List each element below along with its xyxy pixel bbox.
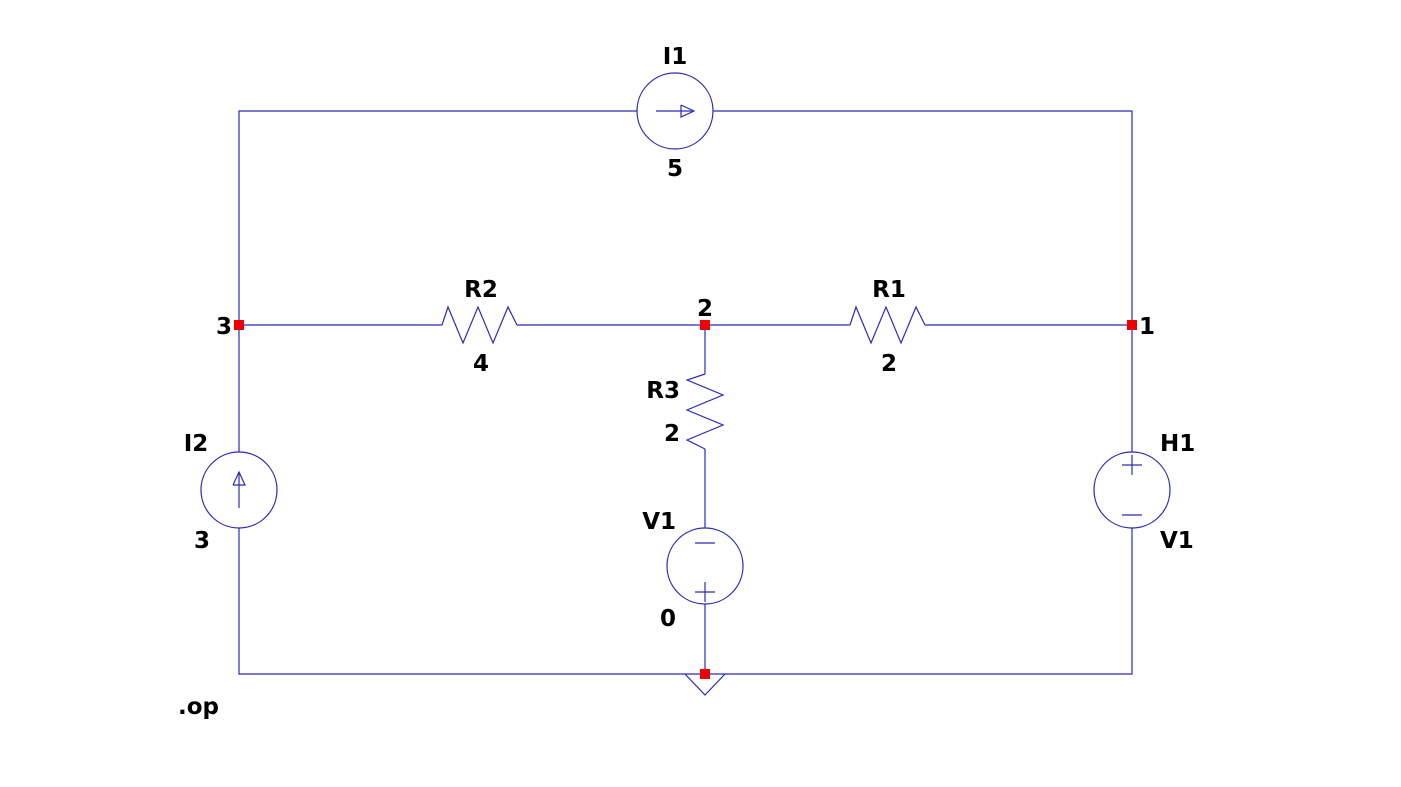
wire-top-right — [713, 110, 1133, 325]
r1-name-label: R1 — [872, 277, 906, 303]
ccvs-h1[interactable] — [1093, 451, 1171, 529]
i1-name-label: I1 — [663, 44, 688, 70]
r2-name-label: R2 — [464, 277, 498, 303]
node-3-label: 3 — [216, 314, 232, 340]
wire-h1-bottom — [705, 528, 1133, 675]
h1-value-label: V1 — [1160, 528, 1194, 554]
i2-value-label: 3 — [194, 528, 210, 554]
r3-value-label: 2 — [664, 421, 680, 447]
wire-i2-bottom — [238, 528, 705, 675]
node-2-marker[interactable] — [700, 320, 710, 330]
current-source-i1[interactable] — [636, 72, 714, 150]
voltage-source-v1[interactable] — [666, 527, 744, 605]
wire-top-left — [238, 110, 637, 325]
v1-name-label: V1 — [642, 509, 676, 535]
op-directive[interactable]: .op — [178, 694, 219, 720]
node-2-label: 2 — [697, 296, 713, 322]
r3-name-label: R3 — [646, 378, 680, 404]
r2-value-label: 4 — [473, 351, 489, 377]
i2-name-label: I2 — [184, 431, 209, 457]
resistor-r1[interactable] — [849, 305, 926, 345]
resistor-r3[interactable] — [685, 373, 725, 450]
node-1-label: 1 — [1139, 314, 1155, 340]
ground-icon — [684, 673, 726, 696]
node-ground-marker[interactable] — [700, 669, 710, 679]
h1-name-label: H1 — [1160, 431, 1195, 457]
node-3-marker[interactable] — [234, 320, 244, 330]
r1-value-label: 2 — [881, 351, 897, 377]
v1-value-label: 0 — [660, 606, 676, 632]
i1-value-label: 5 — [667, 156, 683, 182]
node-1-marker[interactable] — [1127, 320, 1137, 330]
current-source-i2[interactable] — [200, 451, 278, 529]
resistor-r2[interactable] — [441, 305, 518, 345]
